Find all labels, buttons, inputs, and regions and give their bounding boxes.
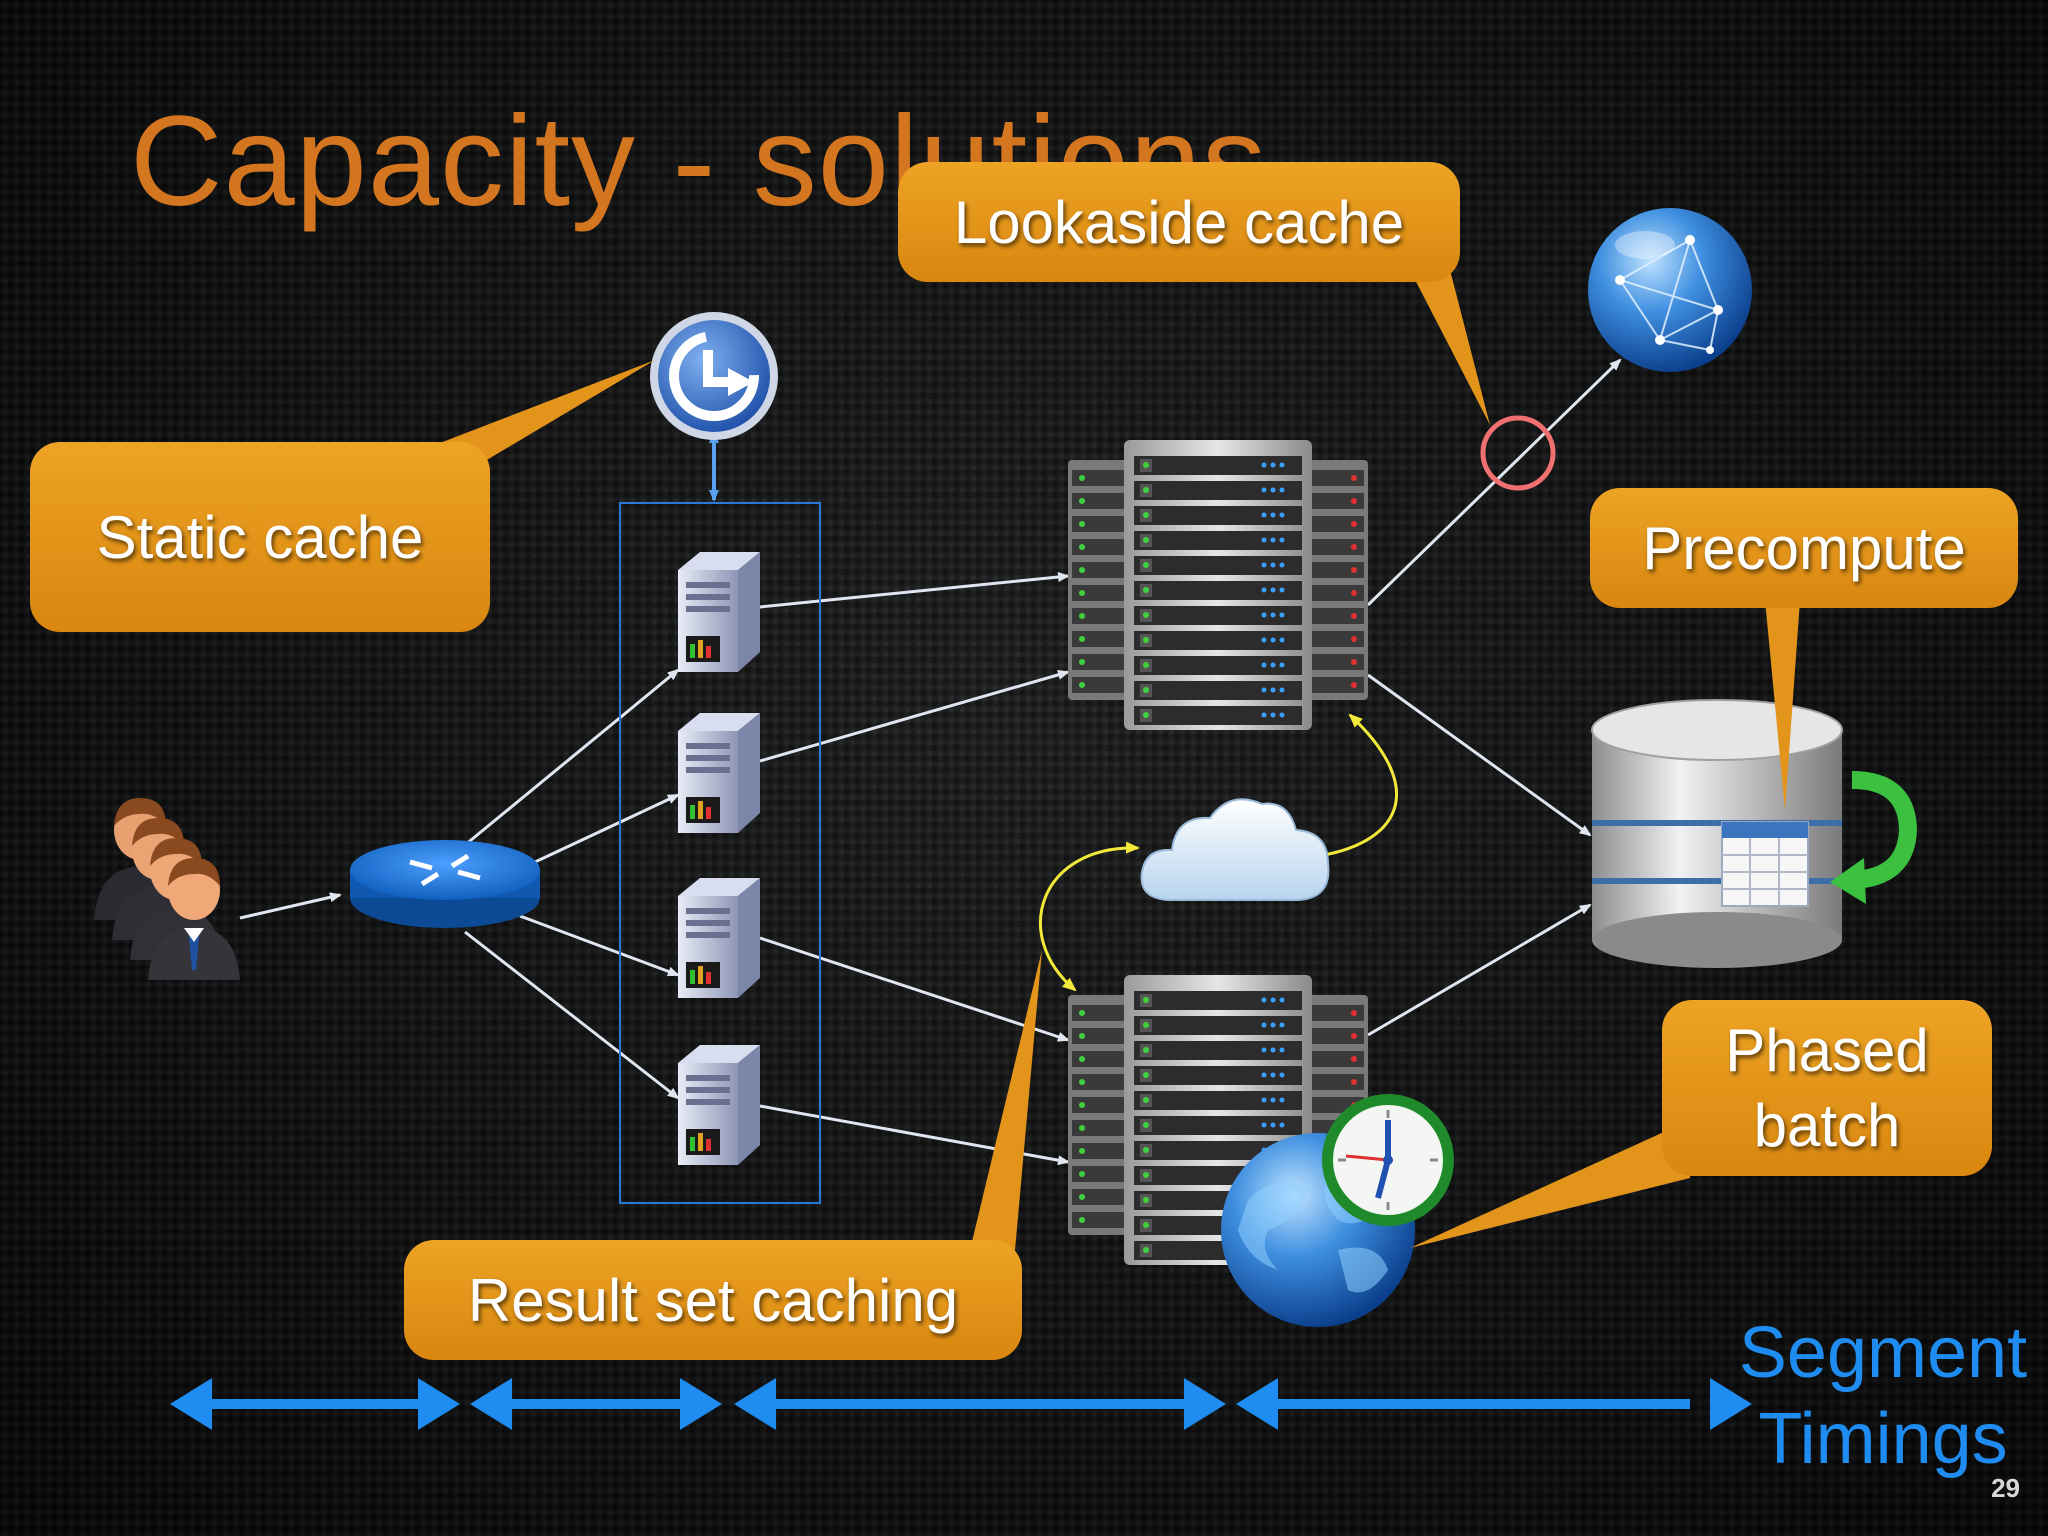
table-icon bbox=[1721, 821, 1809, 907]
cache-links bbox=[1038, 713, 1398, 992]
internet-globe-icon bbox=[1588, 208, 1752, 372]
web-servers bbox=[678, 552, 760, 1165]
segment-timings-line1: Segment bbox=[1738, 1313, 2028, 1393]
web1-to-app1-arrow bbox=[759, 572, 1070, 609]
app-to-internet-arrow bbox=[1366, 358, 1622, 607]
web-tier-box bbox=[619, 502, 821, 1204]
refresh-arrow-icon bbox=[1830, 771, 1918, 904]
result-set-caching-pointer bbox=[970, 950, 1042, 1250]
segment-timings-line2: Timings bbox=[1758, 1399, 2008, 1479]
app2-to-database-arrow bbox=[1367, 903, 1592, 1037]
cloud-icon bbox=[1140, 798, 1330, 901]
lookaside-cache-callout: Lookaside cache bbox=[898, 162, 1460, 282]
lookaside-marker bbox=[1480, 415, 1556, 491]
connection-arrows bbox=[239, 358, 1622, 1166]
phased-batch-pointer bbox=[1410, 1120, 1690, 1248]
lookaside-cache-label: Lookaside cache bbox=[953, 188, 1405, 256]
web3-to-app2-arrow bbox=[759, 936, 1070, 1042]
router-to-web4-arrow bbox=[464, 930, 680, 1100]
web-server-icon bbox=[678, 878, 760, 998]
cloud-app2-link bbox=[1038, 841, 1140, 992]
phased-batch-callout: Phased batch bbox=[1662, 1000, 1992, 1176]
router-to-web1-arrow bbox=[464, 668, 680, 847]
app1-to-database-arrow bbox=[1367, 673, 1592, 837]
static-cache-label: Static cache bbox=[96, 503, 424, 571]
static-cache-server-icon bbox=[650, 312, 778, 440]
web-server-icon bbox=[678, 713, 760, 833]
web-server-icon bbox=[678, 1045, 760, 1165]
lookaside-cache-pointer bbox=[1410, 270, 1490, 425]
clock-icon bbox=[1322, 1094, 1454, 1226]
static-cache-callout: Static cache bbox=[30, 442, 490, 632]
slide-number: 29 bbox=[1991, 1473, 2020, 1503]
result-set-caching-label: Result set caching bbox=[467, 1266, 959, 1334]
app1-cloud-link bbox=[1310, 713, 1398, 862]
result-set-caching-callout: Result set caching bbox=[404, 1240, 1022, 1360]
web2-to-app1-arrow bbox=[759, 669, 1070, 763]
router-icon bbox=[350, 840, 540, 928]
users-icon bbox=[94, 798, 240, 980]
precompute-callout: Precompute bbox=[1590, 488, 2018, 608]
phased-batch-label-line1: Phased bbox=[1725, 1017, 1929, 1084]
segment-arrowheads bbox=[170, 1378, 1752, 1430]
precompute-pointer bbox=[1765, 600, 1800, 810]
server-rack-icon bbox=[1068, 440, 1368, 730]
router-to-web3-arrow bbox=[519, 914, 680, 977]
database-icon bbox=[1591, 699, 1918, 968]
web-server-icon bbox=[678, 552, 760, 672]
segment-timings-label: Segment Timings bbox=[1738, 1310, 2028, 1482]
router-to-web2-arrow bbox=[534, 793, 680, 864]
precompute-label: Precompute bbox=[1642, 514, 1966, 582]
phased-batch-label-line2: batch bbox=[1753, 1092, 1901, 1159]
users-to-router-arrow bbox=[239, 892, 342, 920]
